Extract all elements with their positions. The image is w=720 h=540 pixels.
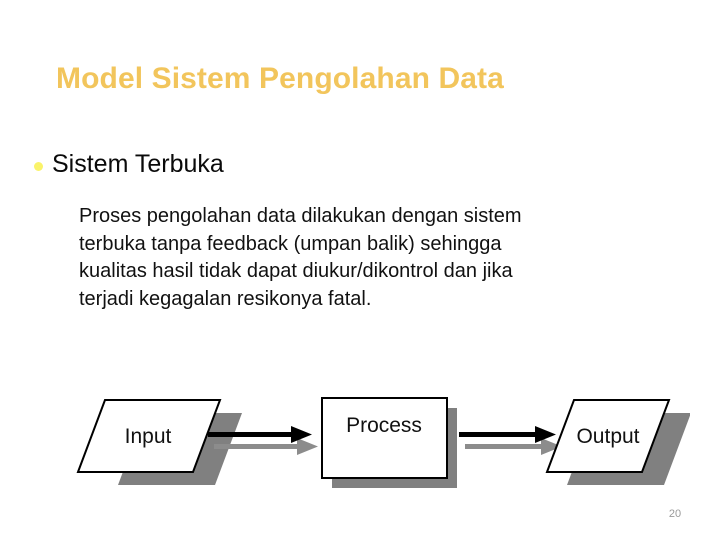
arrow-right-icon-shadow [214, 438, 318, 455]
bullet-list-item: Sistem Terbuka [34, 150, 224, 179]
body-line: Proses pengolahan data dilakukan dengan … [79, 205, 522, 227]
data-processing-flow-diagram: Input Process [60, 360, 690, 490]
body-paragraph: Proses pengolahan data dilakukan dengan … [79, 203, 654, 313]
input-shape [76, 399, 222, 473]
flow-node-process: Process [321, 397, 457, 488]
output-label: Output [576, 425, 639, 448]
arrow-right-icon [459, 426, 556, 443]
page-title: Model Sistem Pengolahan Data [56, 62, 504, 95]
process-shape [321, 397, 448, 479]
connector-process-to-output [459, 426, 562, 455]
connector-input-to-process [208, 426, 318, 455]
bullet-dot-icon [34, 162, 43, 171]
flowchart-svg: Input Process [76, 397, 690, 488]
body-line: terbuka tanpa feedback (umpan balik) seh… [79, 232, 502, 255]
flow-node-input: Input [76, 399, 242, 485]
output-shape [545, 399, 671, 473]
bullet-item-label: Sistem Terbuka [52, 150, 224, 178]
process-label: Process [346, 414, 422, 437]
flow-node-output: Output [545, 399, 690, 485]
page-number: 20 [668, 508, 682, 520]
arrow-right-icon-shadow [465, 438, 562, 455]
body-line: kualitas hasil tidak dapat diukur/dikont… [79, 260, 513, 282]
body-line: terjadi kegagalan resikonya fatal. [79, 287, 372, 310]
arrow-right-icon [208, 426, 312, 443]
input-label: Input [125, 425, 172, 448]
